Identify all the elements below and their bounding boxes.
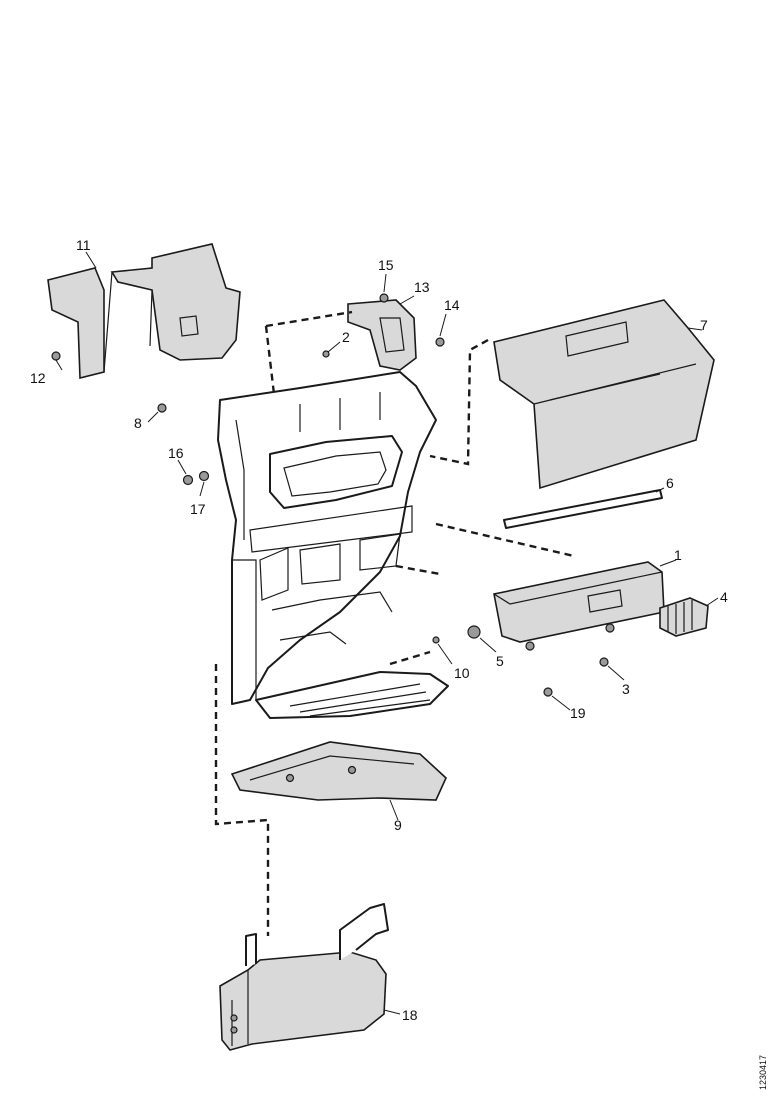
callout-16: 16: [168, 445, 184, 461]
callout-15: 15: [378, 257, 394, 273]
fastener-16: [182, 474, 194, 486]
part-13-bracket: [347, 299, 417, 371]
center-console-frame: [217, 371, 437, 705]
assembly-dashed-lines: [214, 310, 575, 936]
callout-19: 19: [570, 705, 586, 721]
callout-10: 10: [454, 665, 470, 681]
callout-6: 6: [666, 475, 674, 491]
fastener-10: [432, 636, 440, 644]
fastener-2: [322, 350, 330, 358]
part-1-console-tray: [493, 561, 665, 651]
callout-8: 8: [134, 415, 142, 431]
callout-2: 2: [342, 329, 350, 345]
fastener-12: [51, 351, 61, 361]
callout-11: 11: [76, 237, 91, 253]
callout-14: 14: [444, 297, 460, 313]
part-4-trim-block: [659, 597, 709, 637]
part-6-trim-strip: [503, 489, 663, 529]
fastener-3: [599, 657, 609, 667]
base-plate: [255, 671, 449, 719]
part-18-lower-box: [219, 903, 389, 1051]
fastener-19: [543, 687, 553, 697]
fastener-15: [379, 293, 389, 303]
callout-4: 4: [720, 589, 728, 605]
fastener-8: [157, 403, 167, 413]
callout-9: 9: [394, 817, 402, 833]
fastener-14: [435, 337, 445, 347]
callout-18: 18: [402, 1007, 418, 1023]
reference-code: 1230417: [758, 1055, 768, 1090]
callout-3: 3: [622, 681, 630, 697]
callout-7: 7: [700, 317, 708, 333]
part-11-upper-side-trim: [47, 243, 241, 380]
part-7-upper-cover-panel: [493, 299, 715, 490]
callout-5: 5: [496, 653, 504, 669]
fastener-17: [198, 470, 210, 482]
callout-17: 17: [190, 501, 206, 517]
leader-lines: [55, 251, 719, 1015]
callout-12: 12: [30, 370, 46, 386]
callout-13: 13: [414, 279, 430, 295]
callout-1: 1: [674, 547, 682, 563]
callout-labels: 11 12 8 16 17 15 13 14 2 7 6 1 4 5 10 3 …: [30, 237, 728, 1023]
part-9-lower-tray: [230, 741, 447, 801]
fastener-5: [467, 625, 481, 639]
